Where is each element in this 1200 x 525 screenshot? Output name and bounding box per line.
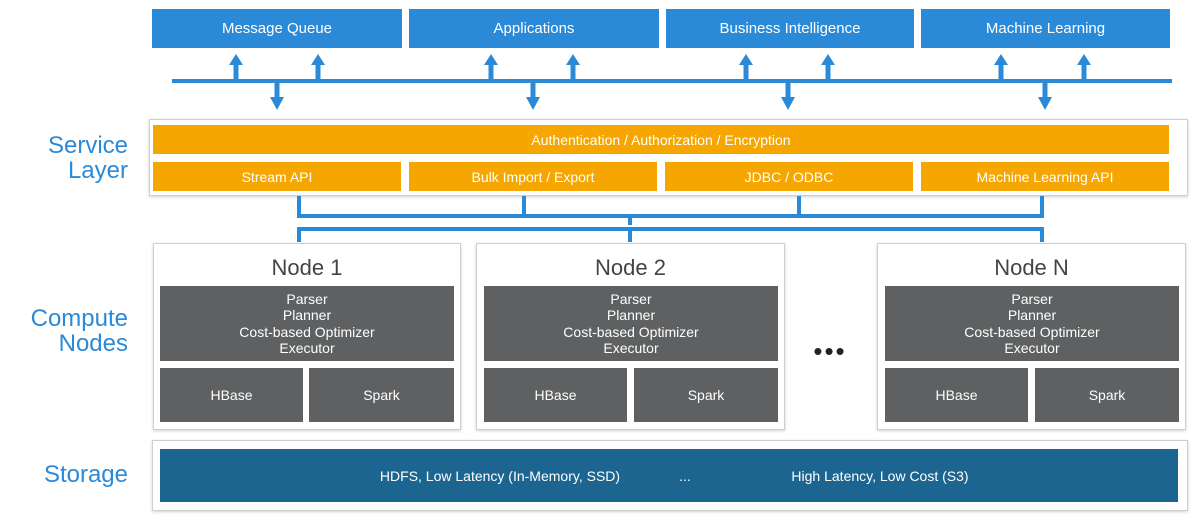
query-engine-box: Parser Planner Cost-based Optimizer Exec… bbox=[885, 286, 1179, 361]
consumer-message-queue: Message Queue bbox=[152, 9, 402, 48]
jdbc-odbc-box: JDBC / ODBC bbox=[665, 162, 913, 191]
node-panel: Node 2 Parser Planner Cost-based Optimiz… bbox=[476, 243, 785, 430]
spark-box: Spark bbox=[1035, 368, 1179, 422]
spark-box: Spark bbox=[309, 368, 454, 422]
service-node-connector bbox=[297, 196, 1044, 242]
engine-line: Cost-based Optimizer bbox=[964, 323, 1100, 340]
machine-learning-api-box: Machine Learning API bbox=[921, 162, 1169, 191]
engine-line: Planner bbox=[282, 307, 332, 323]
node-title: Node 1 bbox=[271, 255, 343, 280]
storage-bar: HDFS, Low Latency (In-Memory, SSD) ... H… bbox=[160, 449, 1178, 502]
down-arrow-icon bbox=[1038, 83, 1052, 110]
down-arrow-icon bbox=[781, 83, 795, 110]
spark-box: Spark bbox=[634, 368, 778, 422]
hbase-box: HBase bbox=[160, 368, 303, 422]
down-arrow-icon bbox=[526, 83, 540, 110]
down-arrow-icon bbox=[270, 83, 284, 110]
engine-line: Executor bbox=[279, 340, 335, 356]
engine-line: Parser bbox=[1011, 290, 1053, 307]
compute-nodes-label: Compute Nodes bbox=[30, 305, 128, 357]
consumer-bus-line bbox=[172, 79, 1172, 83]
nodes-ellipsis: ••• bbox=[813, 335, 847, 366]
engine-line: Planner bbox=[1007, 307, 1057, 323]
security-bar: Authentication / Authorization / Encrypt… bbox=[153, 125, 1169, 154]
up-arrow-icon bbox=[566, 54, 580, 79]
engine-line: Planner bbox=[606, 307, 656, 323]
up-arrow-icon bbox=[1077, 54, 1091, 79]
engine-line: Parser bbox=[610, 290, 652, 307]
up-arrow-icon bbox=[229, 54, 243, 79]
query-engine-box: Parser Planner Cost-based Optimizer Exec… bbox=[484, 286, 778, 361]
engine-line: Executor bbox=[603, 340, 659, 356]
up-arrow-icon bbox=[739, 54, 753, 79]
storage-ellipsis: ... bbox=[679, 467, 691, 484]
storage-high-latency: High Latency, Low Cost (S3) bbox=[791, 467, 969, 484]
consumer-arrows bbox=[172, 54, 1172, 110]
query-engine-box: Parser Planner Cost-based Optimizer Exec… bbox=[160, 286, 454, 361]
node-title: Node N bbox=[994, 255, 1069, 280]
bulk-import-export-box: Bulk Import / Export bbox=[409, 162, 657, 191]
engine-line: Parser bbox=[286, 290, 328, 307]
up-arrow-icon bbox=[311, 54, 325, 79]
hbase-box: HBase bbox=[885, 368, 1028, 422]
up-arrow-icon bbox=[484, 54, 498, 79]
engine-line: Cost-based Optimizer bbox=[239, 323, 375, 340]
consumer-machine-learning: Machine Learning bbox=[921, 9, 1170, 48]
engine-line: Executor bbox=[1004, 340, 1060, 356]
up-arrow-icon bbox=[994, 54, 1008, 79]
engine-line: Cost-based Optimizer bbox=[563, 323, 699, 340]
node-title: Node 2 bbox=[595, 255, 666, 280]
node-panel: Node N Parser Planner Cost-based Optimiz… bbox=[877, 243, 1186, 430]
node-panel: Node 1 Parser Planner Cost-based Optimiz… bbox=[153, 243, 461, 430]
storage-low-latency: HDFS, Low Latency (In-Memory, SSD) bbox=[379, 467, 621, 484]
storage-label: Storage bbox=[43, 461, 128, 488]
consumer-business-intelligence: Business Intelligence bbox=[666, 9, 914, 48]
consumer-applications: Applications bbox=[409, 9, 659, 48]
service-layer-label: Service Layer bbox=[47, 132, 128, 184]
up-arrow-icon bbox=[821, 54, 835, 79]
stream-api-box: Stream API bbox=[153, 162, 401, 191]
hbase-box: HBase bbox=[484, 368, 627, 422]
